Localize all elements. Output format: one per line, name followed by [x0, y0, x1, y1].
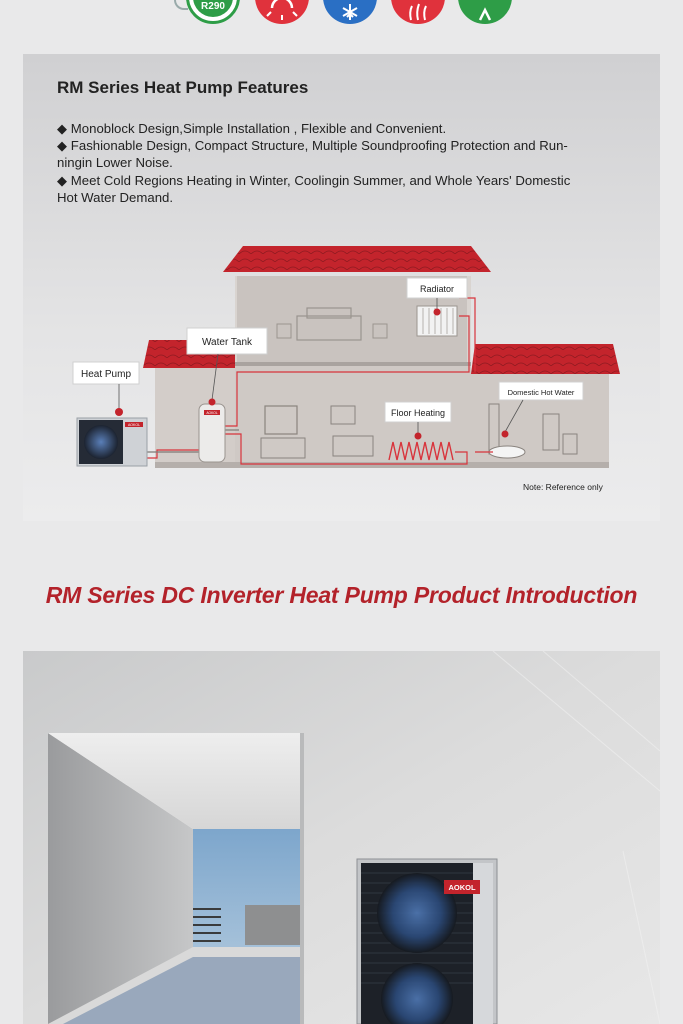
feature-line: ningin Lower Noise. [57, 155, 173, 171]
diagram-label-water-tank: Water Tank [186, 327, 268, 406]
water-tank-label: Water Tank [202, 337, 253, 348]
right-roof [471, 344, 620, 374]
product-intro-heading: RM Series DC Inverter Heat Pump Product … [45, 582, 638, 608]
diagram-label-floor-heating: Floor Heating [384, 401, 452, 440]
heat-pump-product: AOKOL [356, 858, 498, 1024]
product-brand-text: AOKOL [448, 883, 476, 892]
house-system-diagram: AOKOL AOKOL Heat Pump Water Tank Radiato… [72, 246, 620, 468]
feature-line: ◆ Monoblock Design,Simple Installation ,… [57, 121, 447, 136]
features-panel: RM Series Heat Pump Features ◆ Monoblock… [23, 54, 660, 521]
feature-line: Hot Water Demand. [57, 189, 174, 205]
feature-line: ◆ Meet Cold Regions Heating in Winter, C… [57, 172, 571, 188]
radiator-label: Radiator [420, 284, 454, 294]
feature-line: ◆ Fashionable Design, Compact Structure,… [57, 138, 568, 154]
refrigerant-r290-icon: R290 [186, 0, 240, 24]
main-roof [223, 246, 491, 272]
refrigerant-label: R290 [201, 1, 225, 12]
diagram-label-domestic-hot-water: Domestic Hot Water [498, 381, 584, 438]
unit-brand-text: AOKOL [128, 423, 140, 427]
features-list: ◆ Monoblock Design,Simple Installation ,… [57, 120, 637, 206]
heat-pump-outdoor-unit: AOKOL [76, 417, 148, 467]
floor-heating-label: Floor Heating [391, 408, 445, 418]
heat-pump-label: Heat Pump [81, 369, 131, 380]
diagram-label-heat-pump: Heat Pump [72, 361, 140, 416]
domestic-hot-water-label: Domestic Hot Water [508, 388, 575, 397]
icon-decoration [174, 0, 188, 10]
heating-sun-icon [255, 0, 309, 24]
product-scene-image: AOKOL [23, 651, 660, 1024]
feature-icon-row: R290 [0, 0, 683, 30]
features-title: RM Series Heat Pump Features [57, 78, 309, 97]
hot-water-icon [391, 0, 445, 24]
water-tank: AOKOL [198, 403, 226, 463]
floor-heating-coil [388, 441, 454, 461]
diagram-label-radiator: Radiator [406, 277, 468, 316]
tank-brand-text: AOKOL [206, 411, 218, 415]
reference-note: Note: Reference only [523, 482, 603, 492]
eco-green-icon [458, 0, 512, 24]
cooling-snowflake-icon [323, 0, 377, 24]
